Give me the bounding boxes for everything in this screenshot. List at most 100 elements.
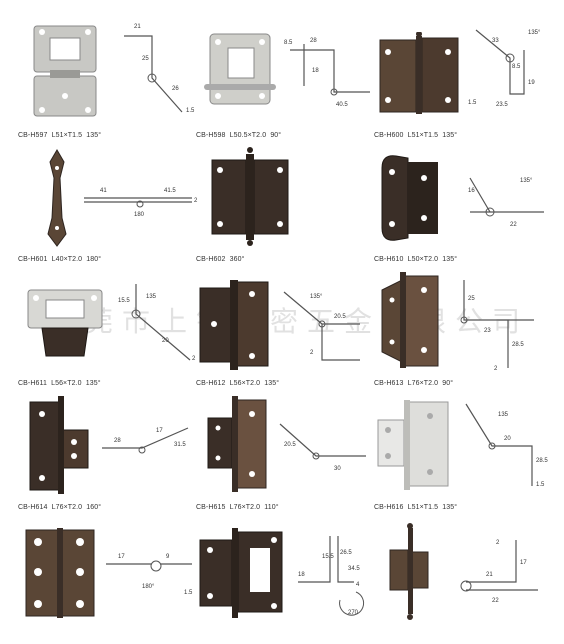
- svg-text:26: 26: [172, 86, 179, 92]
- product-cell-h612: 135° 20.5 2 CB-H612 L56×T2.0 135°: [196, 266, 384, 390]
- product-caption: CB-H610 L50×T2.0 135°: [374, 256, 458, 263]
- dimension-diagram: 135° 20.5 2: [283, 291, 360, 361]
- svg-text:135°: 135°: [520, 178, 533, 184]
- product-caption: CB-H614 L76×T2.0 160°: [18, 504, 102, 511]
- svg-text:15.5: 15.5: [118, 298, 130, 304]
- svg-text:15.5: 15.5: [322, 554, 334, 560]
- product-cell-h610: 135° 16 22 CB-H610 L50×T2.0 135°: [374, 142, 562, 266]
- svg-text:21: 21: [134, 24, 141, 30]
- svg-text:135°: 135°: [528, 30, 541, 36]
- svg-text:25: 25: [468, 296, 475, 302]
- hinge-photo: [199, 528, 283, 618]
- product-cell-h602: CB-H602 360°: [196, 142, 384, 266]
- dimension-diagram: 8.5 28 18 40.5: [284, 38, 370, 108]
- svg-text:22: 22: [510, 222, 517, 228]
- svg-text:180°: 180°: [142, 584, 155, 590]
- dimension-diagram: 2 17 21 22: [460, 540, 538, 604]
- hinge-photo: [27, 289, 103, 357]
- product-caption: CB-H611 L56×T2.0 135°: [18, 380, 101, 387]
- svg-text:25: 25: [142, 56, 149, 62]
- svg-text:23.5: 23.5: [496, 102, 508, 108]
- svg-text:4: 4: [356, 582, 360, 588]
- hinge-photo: [389, 523, 429, 620]
- svg-text:20: 20: [162, 338, 169, 344]
- product-cell-h616: 135 20 28.5 1.5 CB-H616 L51×T1.5 135°: [374, 390, 562, 514]
- dimension-diagram: 18 15.5 26.5 34.5 4 270: [298, 536, 365, 616]
- product-caption: CB-H598 L50.5×T2.0 90°: [196, 132, 282, 139]
- svg-text:17: 17: [520, 560, 527, 566]
- hinge-photo: [377, 400, 449, 490]
- hinge-photo: [381, 272, 439, 368]
- product-cell-flag-hinge: 18 15.5 26.5 34.5 4 270: [196, 520, 384, 644]
- product-cell-h613: 25 23 28.5 2 CB-H613 L76×T2.0 90°: [374, 266, 562, 390]
- dimension-diagram: 17 9 180° 1.5: [106, 554, 193, 596]
- product-cell-h614: 28 17 31.5 CB-H614 L76×T2.0 160°: [18, 390, 206, 514]
- svg-text:28: 28: [114, 438, 121, 444]
- svg-text:16: 16: [468, 188, 475, 194]
- dimension-diagram: 135 20 28.5 1.5: [465, 403, 548, 488]
- svg-text:41: 41: [100, 188, 107, 194]
- hinge-photo: [47, 149, 67, 247]
- svg-text:22: 22: [492, 598, 499, 604]
- product-cell-finial-hinge: 2 17 21 22: [374, 520, 562, 644]
- svg-text:2: 2: [496, 540, 500, 546]
- svg-text:17: 17: [118, 554, 125, 560]
- product-cell-h611: 15.5 135 20 2 CB-H611 L56×T2.0 135°: [18, 266, 206, 390]
- hinge-photo: [29, 396, 89, 494]
- svg-text:17: 17: [156, 428, 163, 434]
- svg-text:28.5: 28.5: [536, 458, 548, 464]
- svg-text:8.5: 8.5: [512, 64, 521, 70]
- svg-text:40.5: 40.5: [336, 102, 348, 108]
- svg-text:18: 18: [298, 572, 305, 578]
- product-cell-h600: 135° 33 8.5 19 23.5 1.5 CB-H600 L51×T1.5…: [374, 18, 562, 142]
- svg-text:18: 18: [312, 68, 319, 74]
- product-caption: CB-H601 L40×T2.0 180°: [18, 256, 102, 263]
- hinge-photo: [199, 280, 269, 370]
- svg-text:20.5: 20.5: [334, 314, 346, 320]
- product-catalog-page: 东莞市上铭精密五金有限公司 21 25 26 1.5 CB-H597 L51×T…: [18, 18, 562, 620]
- product-caption: CB-H600 L51×T1.5 135°: [374, 132, 458, 139]
- dimension-diagram: 135° 33 8.5 19 23.5 1.5: [468, 29, 541, 108]
- svg-text:135: 135: [498, 412, 509, 418]
- svg-text:1.5: 1.5: [468, 100, 477, 106]
- product-cell-h615: 20.5 30 CB-H615 L76×T2.0 110°: [196, 390, 384, 514]
- svg-text:31.5: 31.5: [174, 442, 186, 448]
- svg-text:2: 2: [494, 366, 498, 372]
- svg-text:9: 9: [166, 554, 170, 560]
- hinge-photo: [207, 396, 267, 492]
- svg-text:180: 180: [134, 212, 145, 218]
- dimension-diagram: 20.5 30: [279, 423, 366, 472]
- svg-text:270: 270: [348, 610, 359, 616]
- svg-text:1.5: 1.5: [536, 482, 545, 488]
- hinge-photo: [211, 147, 289, 246]
- product-cell-h598: 8.5 28 18 40.5 CB-H598 L50.5×T2.0 90°: [196, 18, 384, 142]
- svg-text:1.5: 1.5: [184, 590, 193, 596]
- product-caption: CB-H602 360°: [196, 256, 245, 263]
- svg-text:8.5: 8.5: [284, 40, 293, 46]
- hinge-photo: [33, 25, 97, 117]
- svg-text:26.5: 26.5: [340, 550, 352, 556]
- product-caption: CB-H597 L51×T1.5 135°: [18, 132, 102, 139]
- svg-text:34.5: 34.5: [348, 566, 360, 572]
- svg-text:2: 2: [310, 350, 314, 356]
- product-cell-h597: 21 25 26 1.5 CB-H597 L51×T1.5 135°: [18, 18, 206, 142]
- watermark: 东莞市上铭精密五金有限公司: [48, 305, 530, 338]
- dimension-diagram: 28 17 31.5: [102, 427, 189, 454]
- svg-text:20: 20: [504, 436, 511, 442]
- svg-text:135°: 135°: [310, 294, 323, 300]
- svg-text:23: 23: [484, 328, 491, 334]
- svg-text:2: 2: [192, 356, 196, 362]
- dimension-diagram: 25 23 28.5 2: [460, 280, 534, 372]
- hinge-photo: [25, 528, 95, 618]
- dimension-diagram: 41 41.5 2 180: [84, 188, 198, 218]
- svg-text:21: 21: [486, 572, 493, 578]
- svg-text:30: 30: [334, 466, 341, 472]
- dimension-diagram: 21 25 26 1.5: [124, 24, 195, 114]
- svg-text:19: 19: [528, 80, 535, 86]
- svg-text:28.5: 28.5: [512, 342, 524, 348]
- svg-text:2: 2: [194, 198, 198, 204]
- product-cell-butt-hinge: 17 9 180° 1.5: [18, 520, 206, 644]
- product-cell-h601: 41 41.5 2 180 CB-H601 L40×T2.0 180°: [18, 142, 206, 266]
- svg-text:41.5: 41.5: [164, 188, 176, 194]
- svg-text:33: 33: [492, 38, 499, 44]
